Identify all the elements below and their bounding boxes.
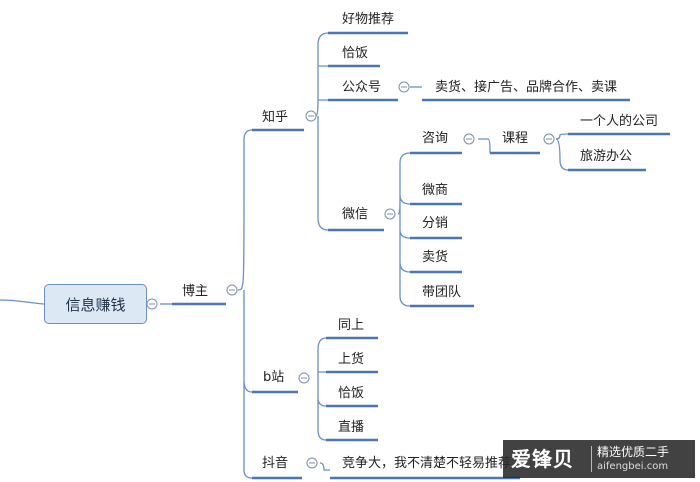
node-kecheng[interactable]: 课程: [502, 131, 529, 146]
node-douyin[interactable]: 抖音: [262, 456, 289, 471]
collapse-toggle-root[interactable]: [146, 298, 158, 310]
node-weixin[interactable]: 微信: [342, 207, 369, 222]
node-yigeren[interactable]: 一个人的公司: [580, 114, 659, 129]
collapse-toggle-gongzhonghao[interactable]: [398, 81, 410, 93]
root-node[interactable]: 信息赚钱: [44, 284, 147, 324]
connector-douyin-detail: [319, 462, 330, 471]
node-douyin-detail[interactable]: 竞争大，我不清楚不轻易推荐: [342, 456, 512, 471]
watermark-url: aifengbei.com: [597, 461, 669, 472]
node-haowu[interactable]: 好物推荐: [342, 12, 395, 27]
node-gongzhonghao-detail[interactable]: 卖货、接广告、品牌合作、卖课: [435, 80, 618, 95]
collapse-toggle-douyin[interactable]: [306, 457, 318, 469]
collapse-toggle-weixin[interactable]: [384, 208, 396, 220]
collapse-toggle-bzhan[interactable]: [298, 372, 310, 384]
node-bozhu[interactable]: 博主: [182, 284, 209, 299]
collapse-toggle-kecheng[interactable]: [543, 133, 555, 145]
node-shanghuo[interactable]: 上货: [338, 352, 365, 367]
node-weishang[interactable]: 微商: [422, 183, 449, 198]
node-zixun[interactable]: 咨询: [422, 131, 449, 146]
node-qiafan-b[interactable]: 恰饭: [338, 386, 365, 401]
node-daituandui[interactable]: 带团队: [422, 285, 462, 300]
collapse-toggle-bozhu[interactable]: [226, 284, 238, 296]
node-gongzhonghao[interactable]: 公众号: [342, 80, 382, 95]
node-bzhan[interactable]: b站: [263, 370, 285, 385]
watermark-divider: [591, 446, 592, 472]
watermark: 爱锋贝 精选优质二手 aifengbei.com: [503, 440, 695, 478]
connector-weixin-children: [397, 152, 411, 307]
watermark-tagline: 精选优质二手: [597, 445, 670, 459]
connector-zixun-kecheng: [478, 138, 491, 153]
node-zhibo[interactable]: 直播: [338, 420, 365, 435]
node-lvyou[interactable]: 旅游办公: [580, 149, 633, 164]
connector-bozhu-children: [237, 129, 253, 479]
node-zhihu[interactable]: 知乎: [262, 110, 289, 125]
root-incoming-connector: [0, 299, 45, 305]
connector-bzhan-children: [317, 337, 327, 441]
collapse-toggle-zhihu[interactable]: [305, 110, 317, 122]
connector-kecheng-children: [555, 133, 569, 171]
connector-zhihu-children: [315, 32, 329, 231]
node-fenxiao[interactable]: 分销: [422, 216, 449, 231]
watermark-brand: 爱锋贝: [511, 447, 574, 471]
collapse-toggle-zixun[interactable]: [463, 133, 475, 145]
node-qiafan-zhihu[interactable]: 恰饭: [342, 46, 369, 61]
node-tongshang[interactable]: 同上: [338, 318, 365, 333]
node-maihuo-weixin[interactable]: 卖货: [422, 250, 449, 265]
root-node-label: 信息赚钱: [65, 295, 126, 314]
